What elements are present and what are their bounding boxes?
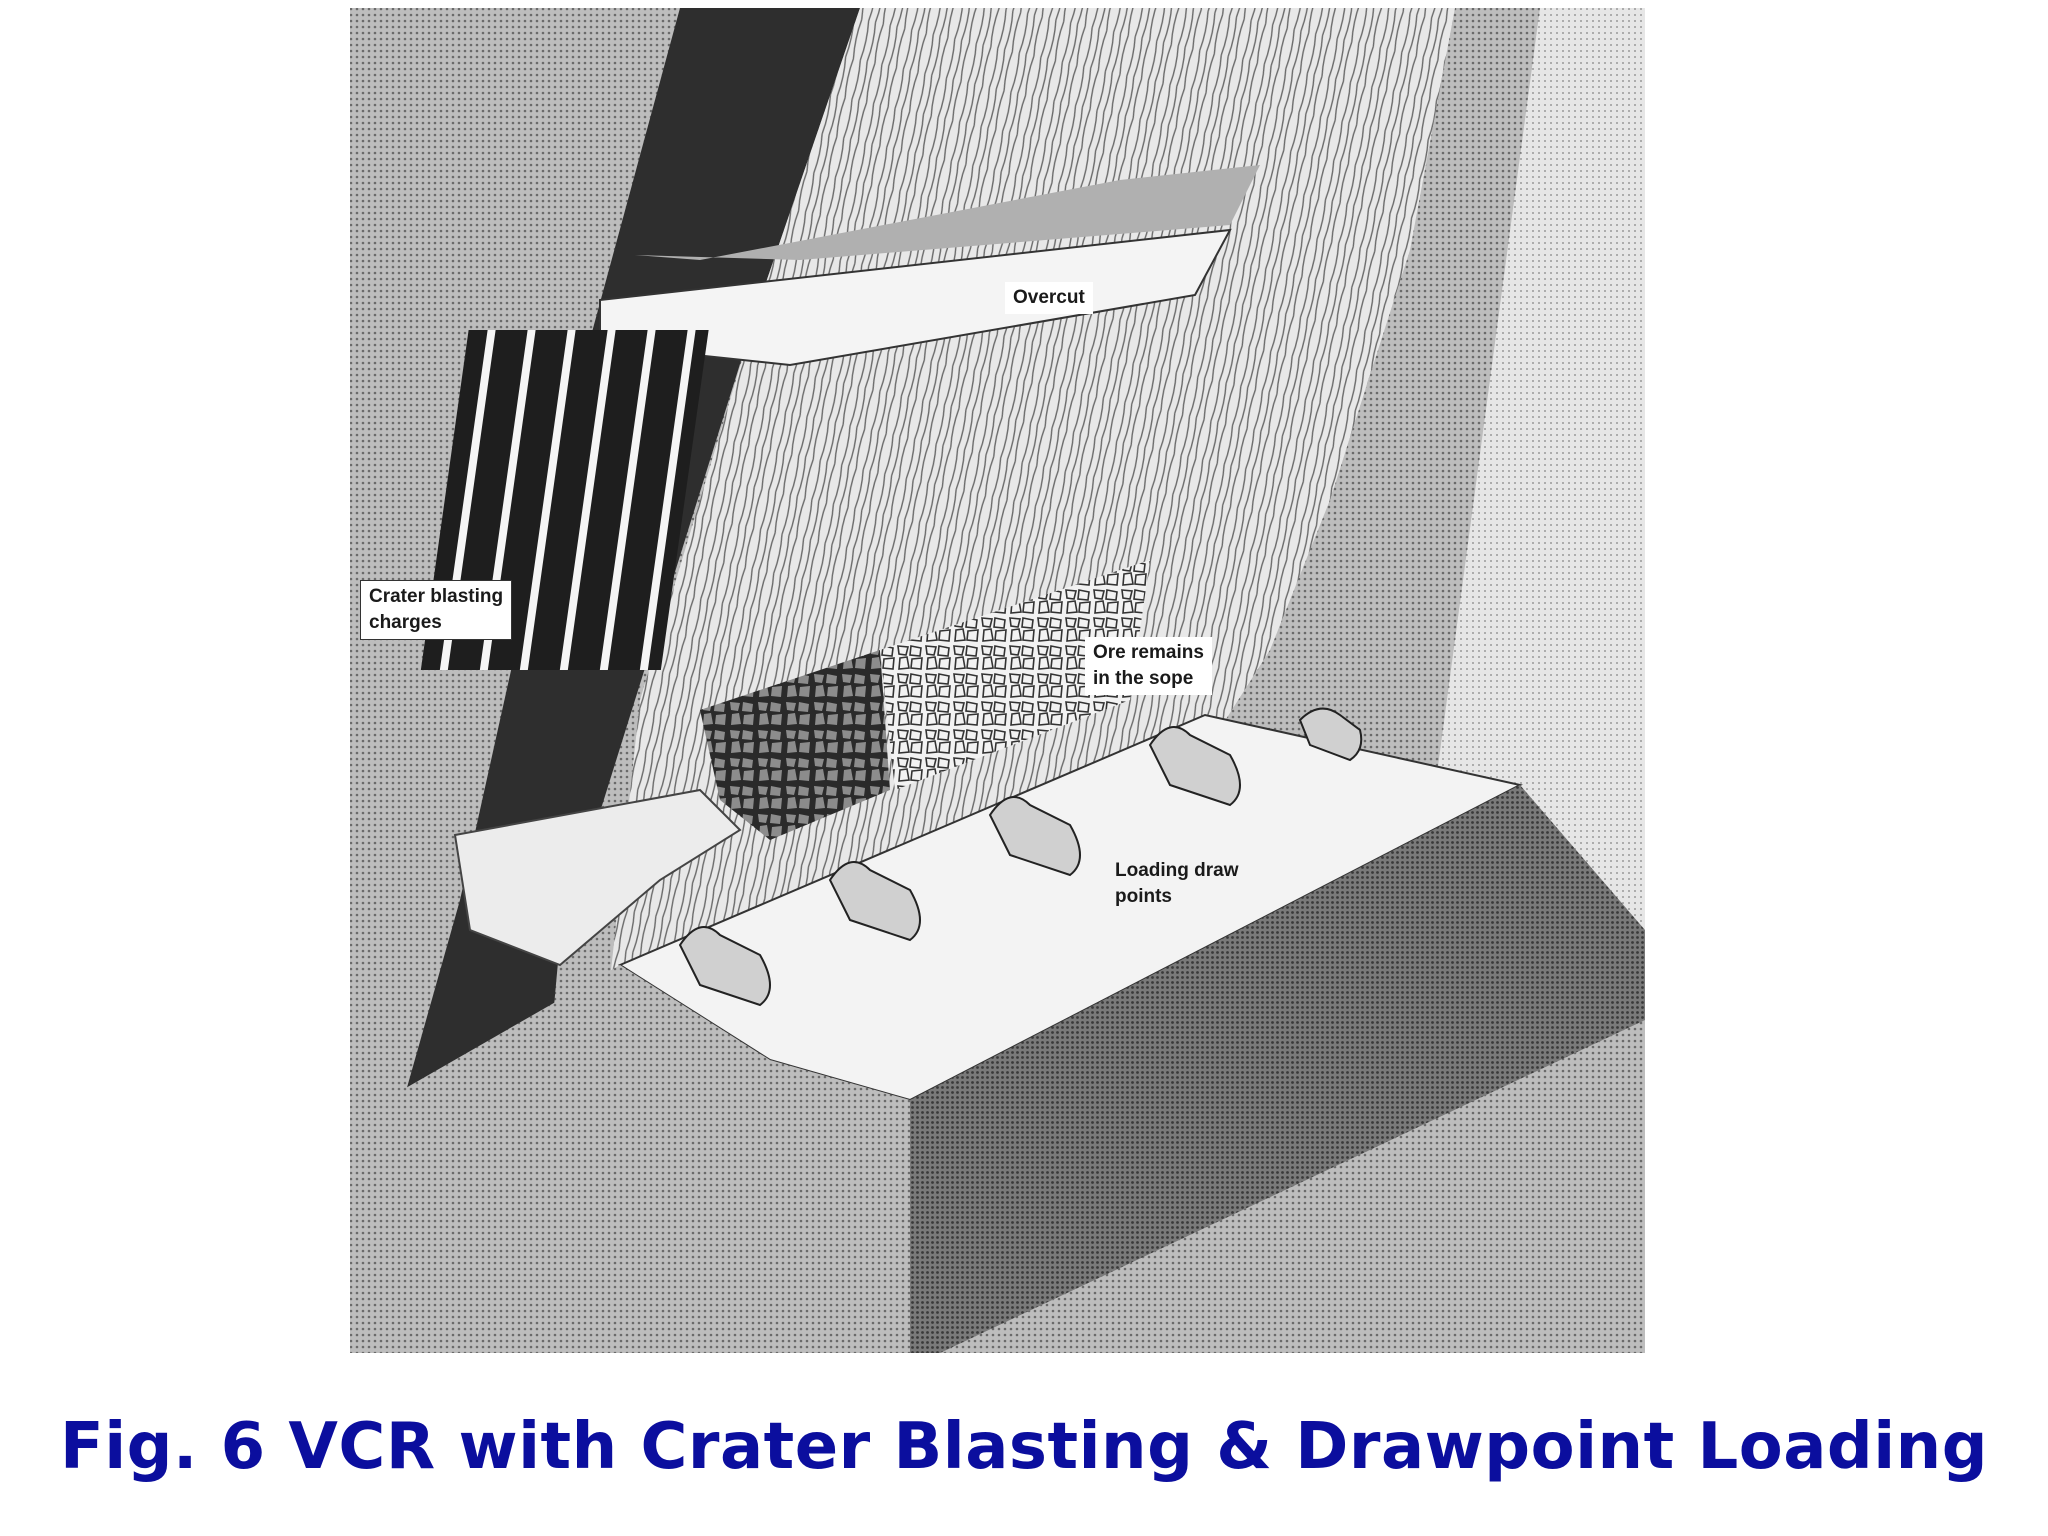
floor-block-front — [910, 785, 1645, 1353]
label-crater-blasting-charges: Crater blasting charges — [360, 580, 513, 640]
label-loading-draw-points: Loading draw points — [1115, 860, 1239, 907]
overcut-roof — [635, 165, 1260, 260]
floor-block-side — [350, 965, 910, 1353]
broken-ore-dark — [700, 650, 890, 840]
fractured-rock-band — [453, 788, 742, 967]
label-ore-remains: Ore remains in the sope — [1085, 637, 1212, 695]
vcr-mining-illustration — [350, 8, 1645, 1353]
right-rock-face — [1420, 8, 1645, 1020]
label-overcut: Overcut — [1005, 282, 1093, 314]
broken-ore-light — [880, 560, 1150, 790]
loading-draw-points — [678, 707, 1363, 1007]
figure-caption: Fig. 6 VCR with Crater Blasting & Drawpo… — [60, 1410, 1988, 1484]
